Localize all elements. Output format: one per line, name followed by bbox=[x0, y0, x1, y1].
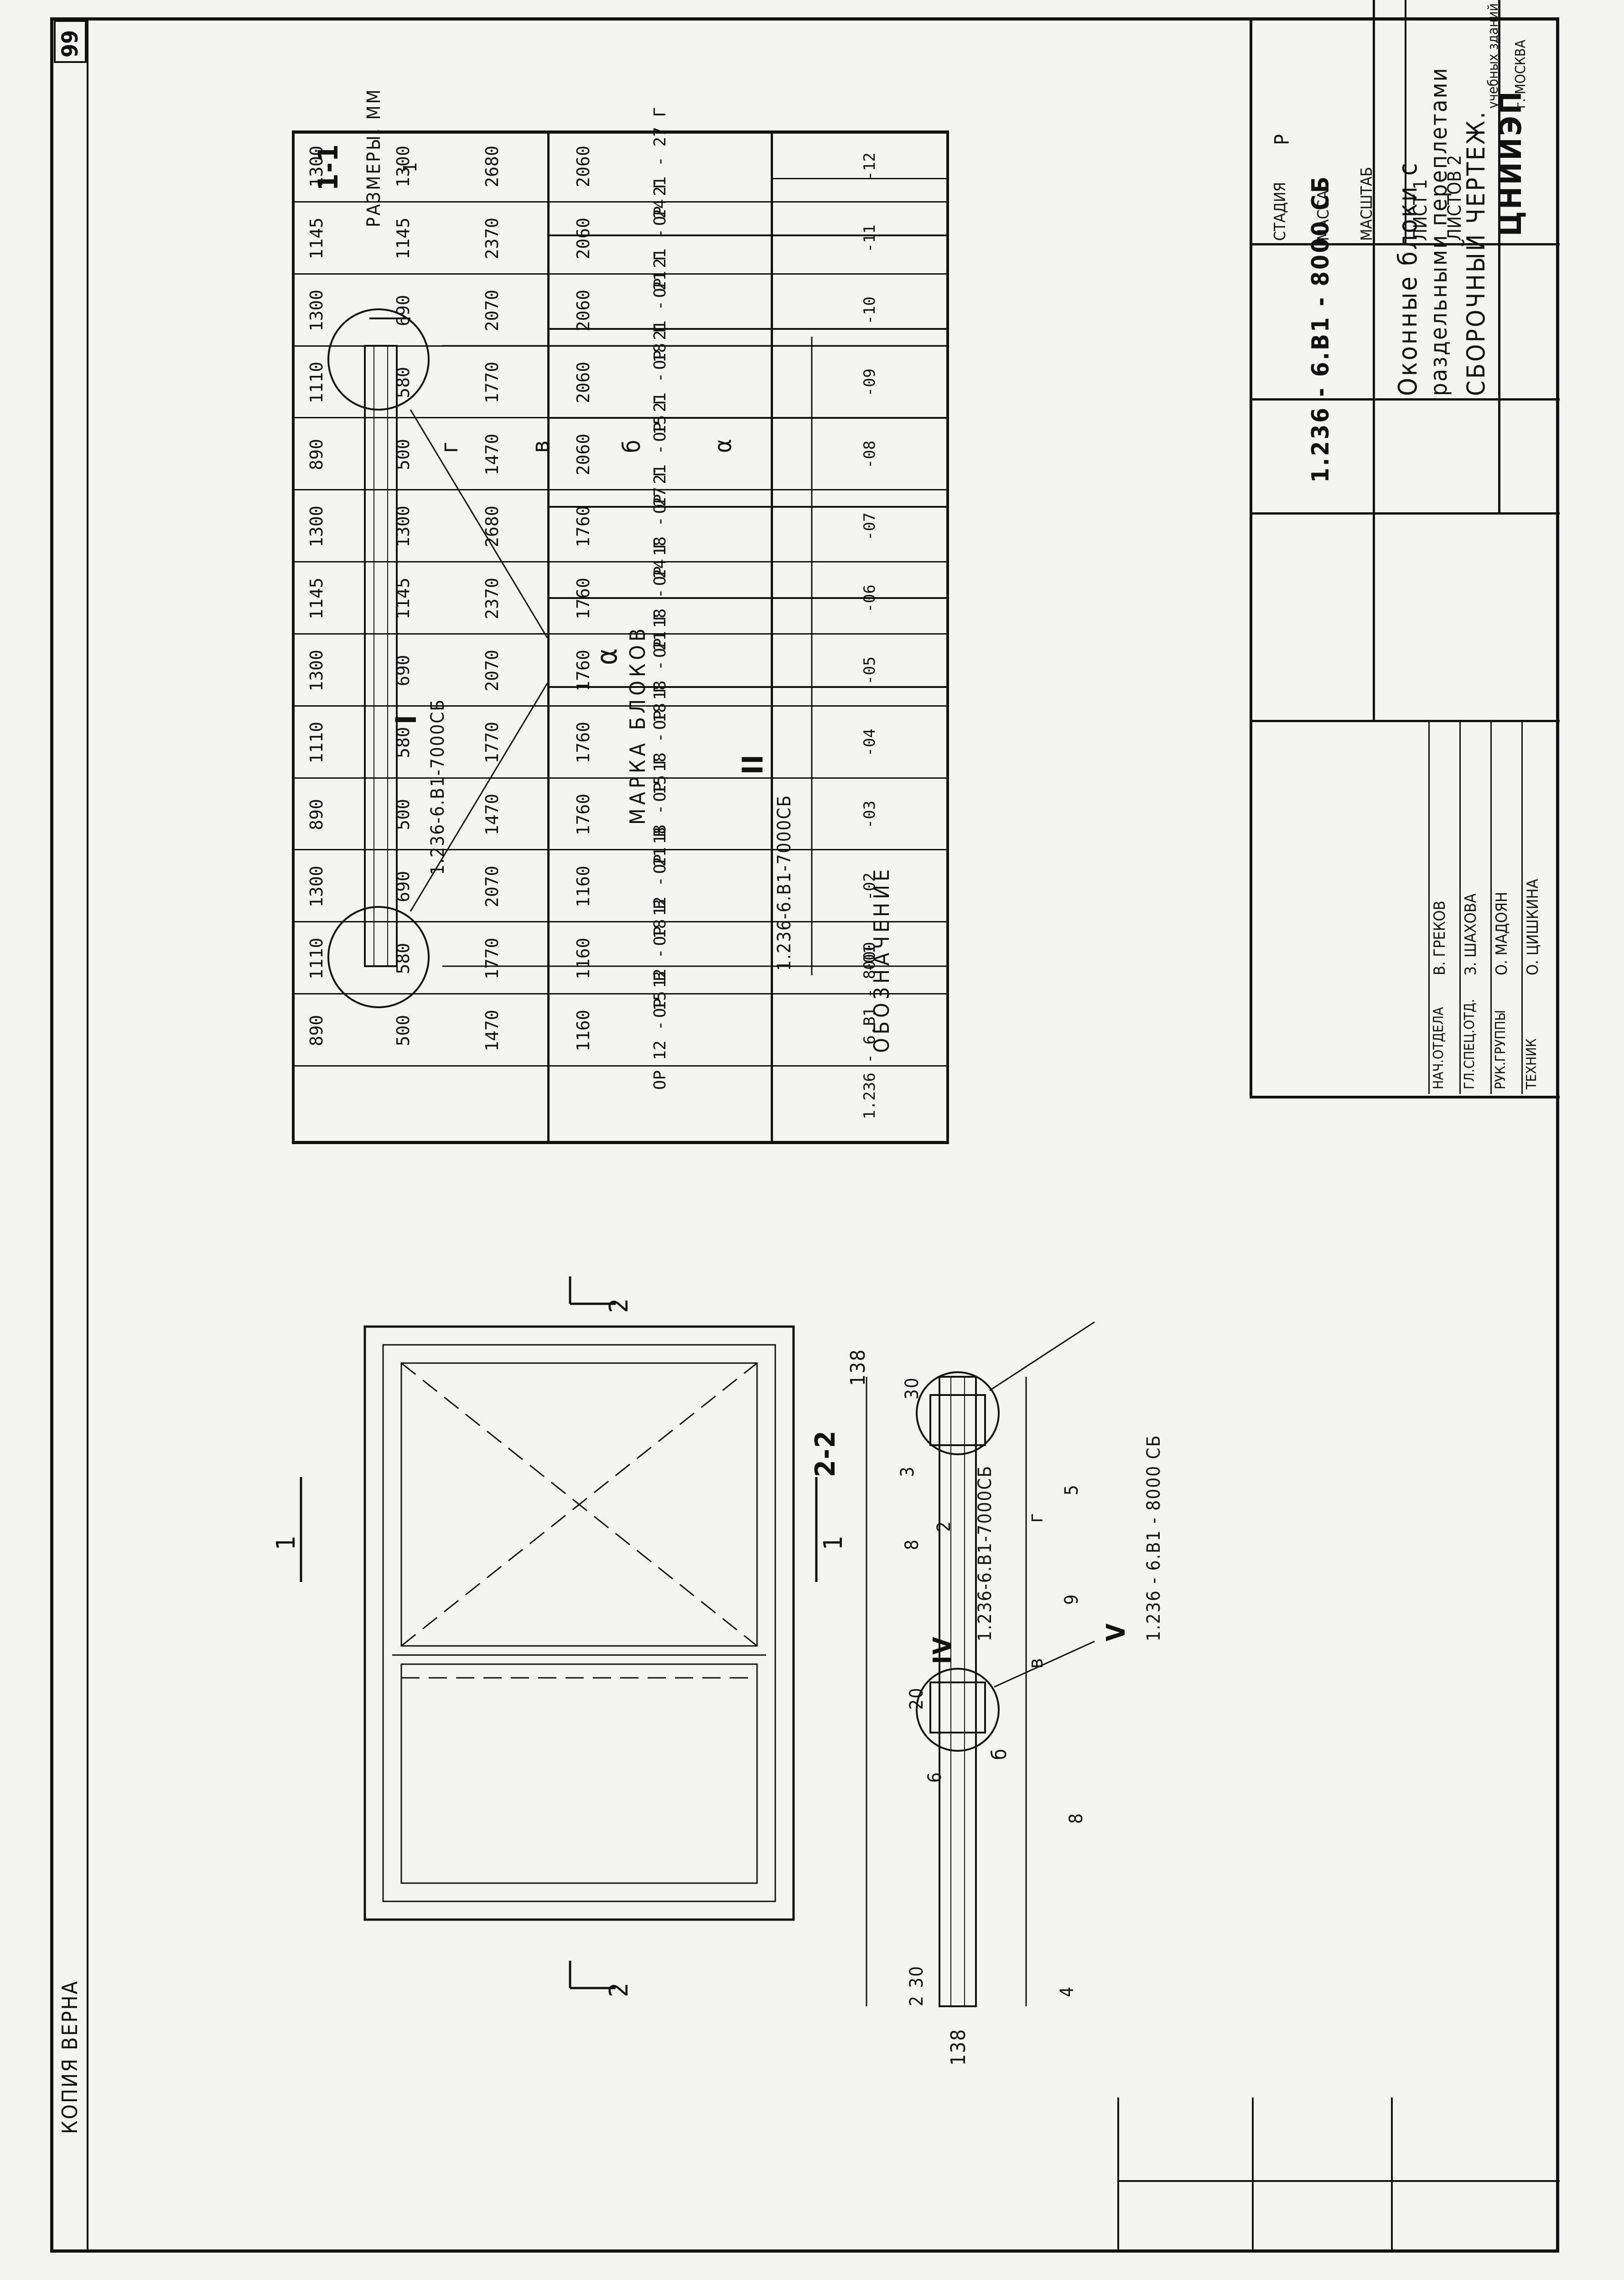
ref-IV: IV bbox=[928, 1636, 958, 1664]
dim-30-right: 30 bbox=[902, 1377, 923, 1400]
cut-mark-2-right: 2 bbox=[604, 1298, 634, 1313]
section-1-1-label: 1-1 bbox=[312, 143, 344, 191]
ref-IV-code: 1.236-6.В1-7000СБ bbox=[975, 1465, 996, 1641]
dim-a: α bbox=[590, 647, 623, 665]
pos-8b: 8 bbox=[1066, 1812, 1087, 1824]
ref-V-code: 1.236 - 6.В1 - 8000 СБ bbox=[1143, 1434, 1164, 1641]
section-2-2-label: 2-2 bbox=[809, 1430, 841, 1477]
dim-20: 20 bbox=[906, 1687, 927, 1710]
ref-II: II bbox=[736, 754, 769, 775]
window-elevation bbox=[363, 1325, 795, 1921]
section-2-2 bbox=[866, 1371, 1027, 2007]
pos-9: 9 bbox=[1061, 1593, 1082, 1605]
reference-leaders bbox=[410, 409, 1095, 1688]
dim-b: б bbox=[988, 1748, 1011, 1760]
dim-30-left: 30 bbox=[906, 1965, 927, 1988]
ref-I: I bbox=[389, 714, 423, 724]
pos-2-second: 2 bbox=[934, 1520, 955, 1532]
ref-II-code: 1.236-6.В1-7000СБ bbox=[774, 794, 795, 971]
section-cut-markers bbox=[300, 1276, 818, 1989]
pos-8a: 8 bbox=[902, 1539, 923, 1550]
section-1-1 bbox=[327, 308, 949, 1008]
cut-mark-1-top: 1 bbox=[271, 1535, 301, 1550]
dim-v: в bbox=[1024, 1657, 1048, 1669]
pos-1: 1 bbox=[400, 161, 421, 172]
pos-3: 3 bbox=[897, 1466, 918, 1477]
pos-4: 4 bbox=[1057, 1986, 1078, 1997]
pos-2: 2 bbox=[906, 1995, 927, 2006]
pos-6: 6 bbox=[924, 1771, 945, 1783]
dim-g: г bbox=[1024, 1512, 1048, 1523]
pos-5: 5 bbox=[1061, 1484, 1082, 1495]
cut-mark-1-bottom: 1 bbox=[819, 1535, 848, 1550]
dim-138-section-1: 138 bbox=[846, 1348, 870, 1386]
dim-138-section-2: 138 bbox=[947, 2028, 970, 2066]
ref-V: V bbox=[1101, 1623, 1131, 1641]
ref-I-code: 1.236-6.В1-7000СБ bbox=[427, 698, 448, 875]
cut-mark-2-left: 2 bbox=[604, 1982, 634, 1997]
